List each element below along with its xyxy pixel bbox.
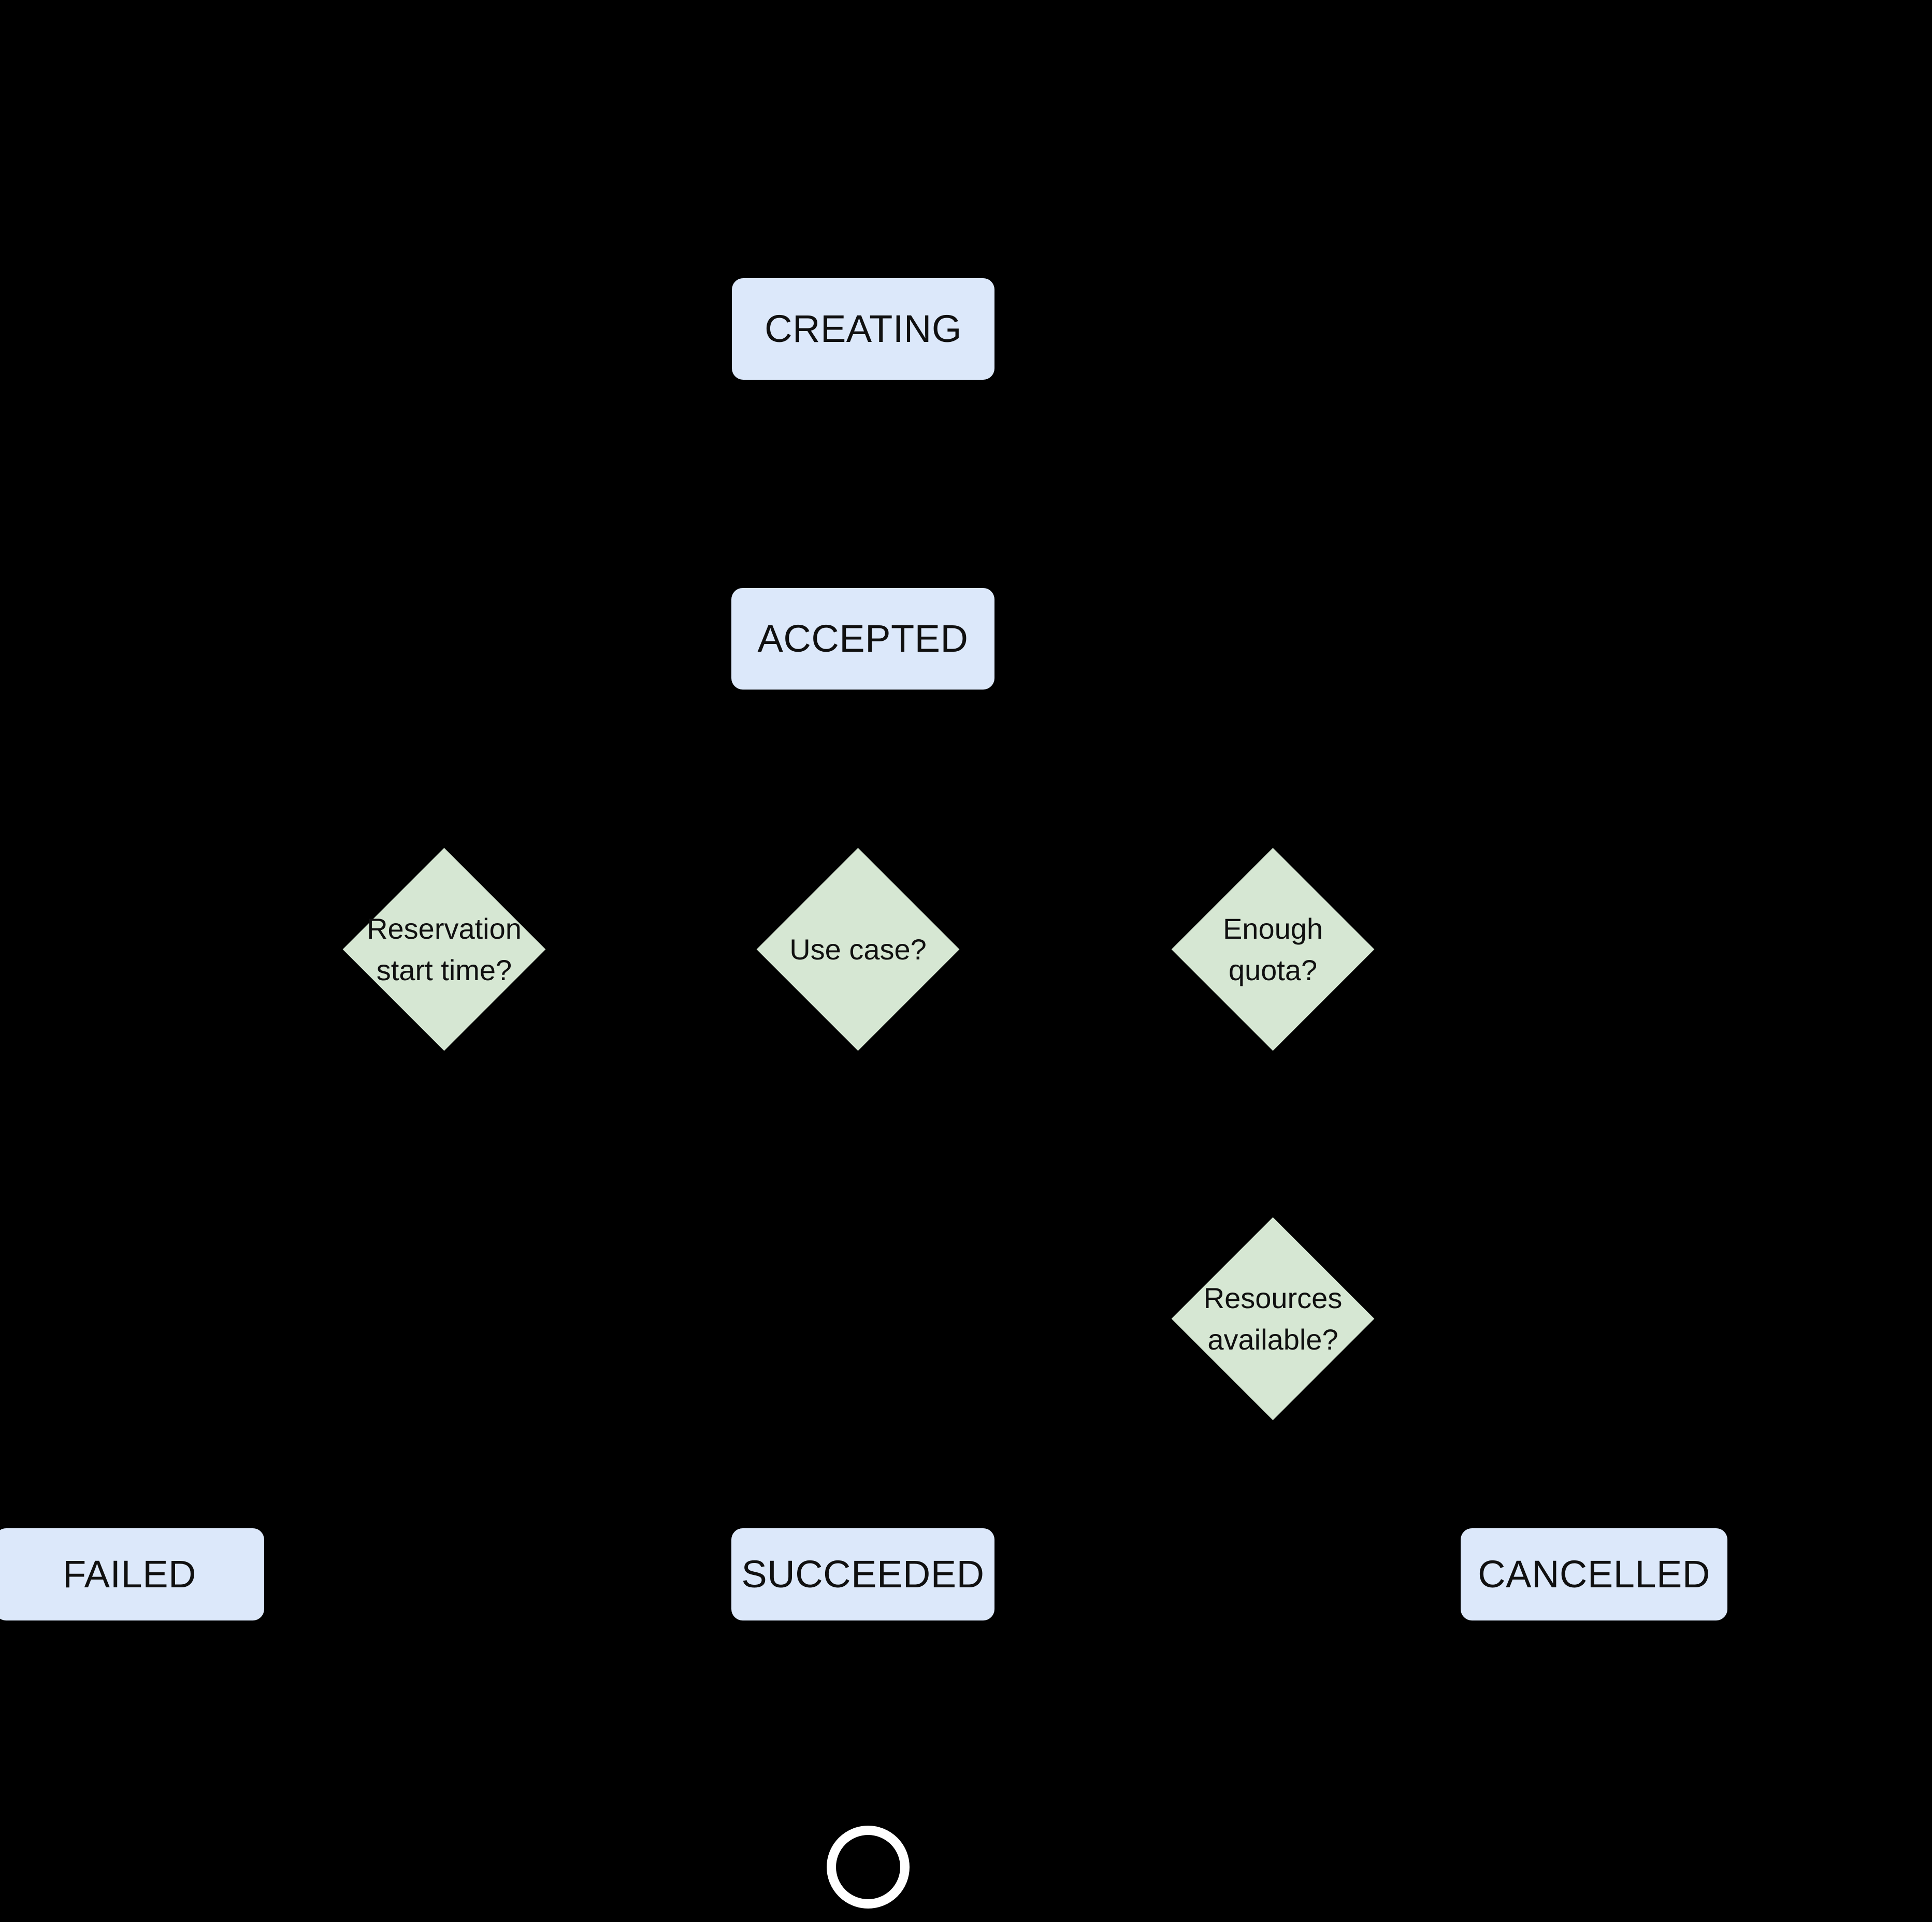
state-label-accepted: ACCEPTED bbox=[757, 617, 969, 660]
state-node-accepted[interactable]: ACCEPTED bbox=[731, 588, 994, 690]
edge-to-reservation-start-time bbox=[442, 754, 446, 848]
state-node-creating[interactable]: CREATING bbox=[732, 278, 994, 380]
state-label-failed: FAILED bbox=[63, 1553, 196, 1596]
decision-node-use-case[interactable]: Use case? bbox=[756, 848, 960, 1051]
edge-failed-horizontal bbox=[132, 1442, 446, 1446]
state-label-creating: CREATING bbox=[765, 307, 962, 350]
edge-reservation-to-failed bbox=[442, 1051, 446, 1444]
decision-label-reservation-start-time: Reservation start time? bbox=[367, 912, 522, 986]
edge-cancelled-to-end bbox=[1594, 1620, 1598, 1801]
decision-label-use-case: Use case? bbox=[789, 933, 927, 966]
decision-label-enough-quota: Enough quota? bbox=[1222, 912, 1323, 986]
edge-resources-to-cancelled bbox=[1271, 1419, 1275, 1444]
edge-to-use-case bbox=[856, 754, 860, 848]
state-node-cancelled[interactable]: CANCELLED bbox=[1461, 1528, 1727, 1620]
edge-enough-quota-to-resources-available bbox=[1271, 1051, 1275, 1217]
edge-succeeded-to-end bbox=[862, 1620, 866, 1826]
state-node-succeeded[interactable]: SUCCEEDED bbox=[731, 1528, 994, 1620]
state-label-cancelled: CANCELLED bbox=[1478, 1553, 1710, 1596]
end-terminator-node bbox=[827, 1826, 910, 1909]
decision-node-enough-quota[interactable]: Enough quota? bbox=[1171, 848, 1375, 1051]
edge-creating-to-accepted bbox=[862, 380, 866, 588]
decision-node-reservation-start-time[interactable]: Reservation start time? bbox=[342, 848, 546, 1051]
decision-node-resources-available[interactable]: Resources available? bbox=[1171, 1217, 1375, 1421]
state-label-succeeded: SUCCEEDED bbox=[741, 1553, 985, 1596]
edge-cancelled-horizontal bbox=[1271, 1442, 1596, 1446]
edge-to-enough-quota bbox=[1271, 754, 1275, 848]
decision-label-resources-available: Resources available? bbox=[1203, 1281, 1343, 1356]
edge-failed-to-end bbox=[132, 1620, 136, 1801]
edge-cancelled-drop bbox=[1594, 1442, 1598, 1528]
edge-failed-drop bbox=[132, 1442, 136, 1528]
edge-accepted-to-decisions-trunk bbox=[862, 689, 866, 756]
edge-use-case-to-succeeded bbox=[856, 1051, 860, 1528]
state-node-failed[interactable]: FAILED bbox=[0, 1528, 264, 1620]
